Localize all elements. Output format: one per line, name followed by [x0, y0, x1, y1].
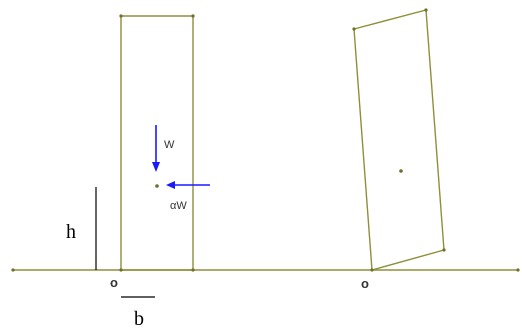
tilted-corner-bottom-right: [442, 248, 446, 252]
upright-corner-top-left: [119, 14, 123, 18]
tilted-corner-top-left: [352, 27, 356, 31]
weight-label: W: [164, 139, 175, 151]
lateral-force-label: αW: [170, 200, 187, 212]
height-label: h: [66, 221, 76, 243]
tilted-block: [353, 9, 445, 271]
upright-corner-top-right: [191, 14, 195, 18]
pivot-label-tilted: o: [361, 276, 369, 291]
pivot-label-upright: o: [110, 275, 118, 290]
ground-end-left: [11, 268, 15, 272]
weight-arrow: [152, 125, 160, 172]
upright-corner-bottom-right: [191, 268, 195, 272]
half-width-label: b: [134, 308, 144, 330]
lateral-force-arrow: [166, 181, 210, 189]
upright-center-of-mass: [155, 184, 159, 188]
ground-end-right: [516, 268, 520, 272]
tilted-center-of-mass: [399, 169, 403, 173]
tilted-corner-bottom-left: [370, 268, 374, 272]
tilted-corner-top-right: [424, 8, 428, 12]
upright-block: [120, 15, 194, 271]
upright-corner-bottom-left: [119, 268, 123, 272]
